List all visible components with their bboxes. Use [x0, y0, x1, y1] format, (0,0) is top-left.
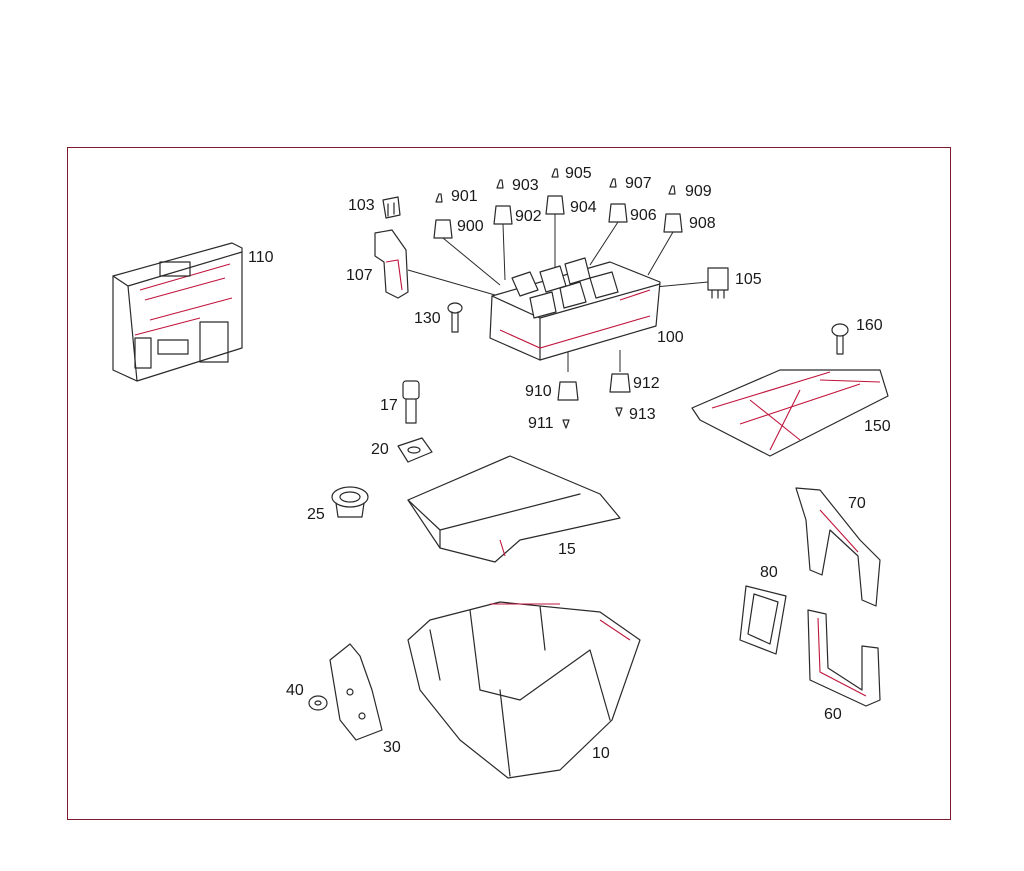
part-25-grommet [331, 486, 369, 518]
label-80: 80 [760, 564, 778, 581]
part-30-bracket [329, 643, 383, 741]
label-906: 906 [630, 207, 657, 224]
part-150-tray [691, 369, 889, 457]
label-100: 100 [657, 329, 684, 346]
label-20: 20 [371, 441, 389, 458]
part-20-clip [397, 437, 433, 463]
label-107: 107 [346, 267, 373, 284]
label-40: 40 [286, 682, 304, 699]
label-909: 909 [685, 183, 712, 200]
label-25: 25 [307, 506, 325, 523]
part-40-washer [308, 695, 328, 711]
part-80-seal [739, 585, 787, 655]
part-70-bracket [795, 487, 881, 607]
part-103-fuse [382, 196, 401, 219]
label-10: 10 [592, 745, 610, 762]
part-160-bolt [831, 323, 849, 355]
label-130: 130 [414, 310, 441, 327]
label-15: 15 [558, 541, 576, 558]
label-903: 903 [512, 177, 539, 194]
diagram-frame [67, 147, 951, 820]
relay-icons [433, 168, 683, 239]
label-103: 103 [348, 197, 375, 214]
label-60: 60 [824, 706, 842, 723]
label-902: 902 [515, 208, 542, 225]
label-30: 30 [383, 739, 401, 756]
label-70: 70 [848, 495, 866, 512]
label-160: 160 [856, 317, 883, 334]
label-150: 150 [864, 418, 891, 435]
label-910: 910 [525, 383, 552, 400]
label-908: 908 [689, 215, 716, 232]
part-105-relay [707, 267, 729, 299]
part-107-bracket [374, 229, 409, 299]
part-130-screw [447, 302, 463, 333]
label-901: 901 [451, 188, 478, 205]
label-905: 905 [565, 165, 592, 182]
part-910-912-icons [557, 373, 631, 429]
part-60-frame [807, 609, 881, 707]
label-911: 911 [528, 415, 554, 432]
label-110: 110 [248, 249, 274, 266]
part-110-control-unit [112, 242, 243, 382]
label-17: 17 [380, 397, 398, 414]
part-100-fuse-box [489, 257, 661, 361]
part-17-bolt [402, 380, 420, 424]
label-913: 913 [629, 406, 656, 423]
label-907: 907 [625, 175, 652, 192]
label-904: 904 [570, 199, 597, 216]
part-15-cover [407, 455, 621, 563]
relay-leader-lines [442, 214, 709, 372]
part-10-housing [407, 601, 641, 779]
label-912: 912 [633, 375, 660, 392]
label-900: 900 [457, 218, 484, 235]
label-105: 105 [735, 271, 762, 288]
